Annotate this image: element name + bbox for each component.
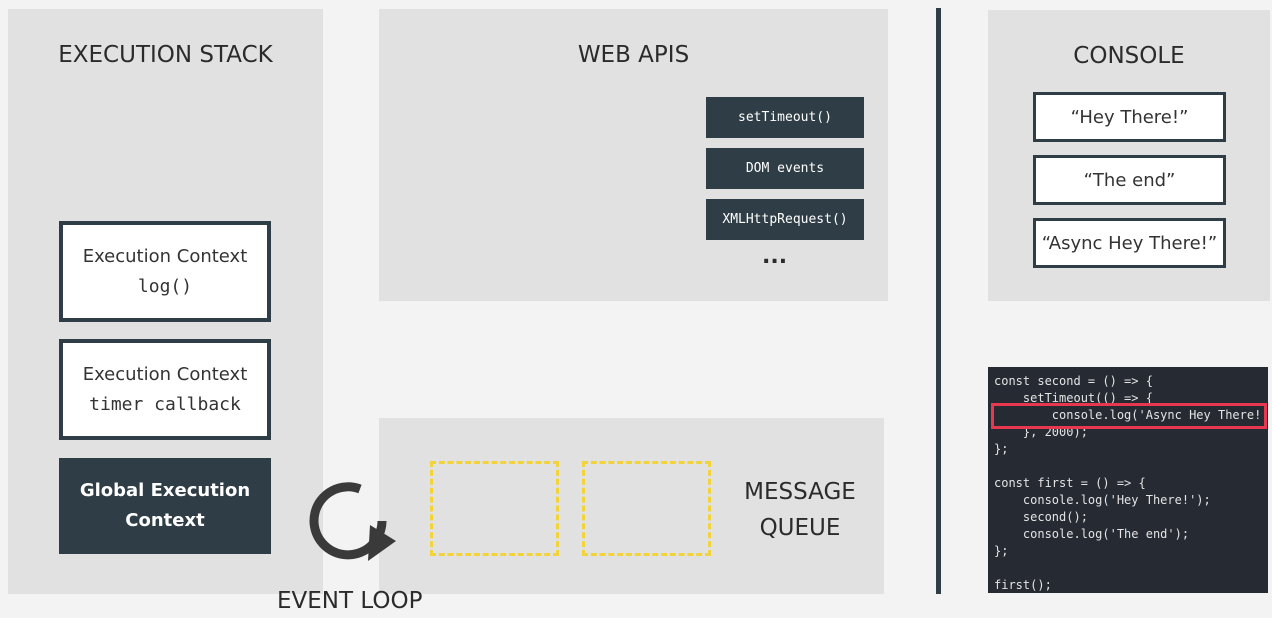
code-line: }; [994,544,1009,558]
context-label: Execution Context [82,245,248,267]
console-title: CONSOLE [1073,43,1185,69]
queue-slot-1 [430,461,559,556]
event-loop-label: EVENT LOOP [277,588,423,614]
code-line: console.log('Hey There!'); [994,493,1211,507]
code-line: const second = () => { [994,374,1153,388]
global-execution-context: Global Execution Context [59,458,271,554]
code-line [994,560,1268,577]
execution-context-timer-callback: Execution Context timer callback [59,339,271,440]
code-highlight [991,403,1267,429]
vertical-divider [936,8,941,594]
code-line: const first = () => { [994,476,1146,490]
code-line: console.log('Async Hey There!'); [994,408,1268,422]
context-label: Execution Context [82,363,248,385]
web-apis-title: WEB APIS [577,42,690,68]
code-line: console.log('The end'); [994,527,1190,541]
code-line: }; [994,442,1009,456]
console-output-3: “Async Hey There!” [1033,218,1226,268]
web-api-xmlhttprequest: XMLHttpRequest() [706,199,864,240]
message-queue-line1: MESSAGE [744,479,856,505]
console-output-2: “The end” [1033,155,1226,205]
event-loop-icon [309,482,396,561]
message-queue-line2: QUEUE [759,515,841,541]
code-line: first(); [994,578,1052,592]
console-output-1: “Hey There!” [1033,92,1226,142]
global-context-line2: Context [125,510,205,531]
context-function: log() [137,275,193,297]
web-api-more: ... [762,244,788,269]
execution-context-log: Execution Context log() [59,221,271,322]
code-line [994,458,1268,475]
code-snippet: const second = () => { setTimeout(() => … [988,367,1268,593]
context-function: timer callback [89,393,241,415]
code-line: second(); [994,510,1088,524]
web-api-dom-events: DOM events [706,148,864,189]
global-context-line1: Global Execution [79,480,251,501]
message-queue-label: MESSAGE QUEUE [730,474,870,546]
message-queue-panel [379,418,884,594]
queue-slot-2 [582,461,711,556]
code-line: setTimeout(() => { [994,391,1153,405]
execution-stack-title: EXECUTION STACK [58,42,273,68]
web-api-settimeout: setTimeout() [706,97,864,138]
